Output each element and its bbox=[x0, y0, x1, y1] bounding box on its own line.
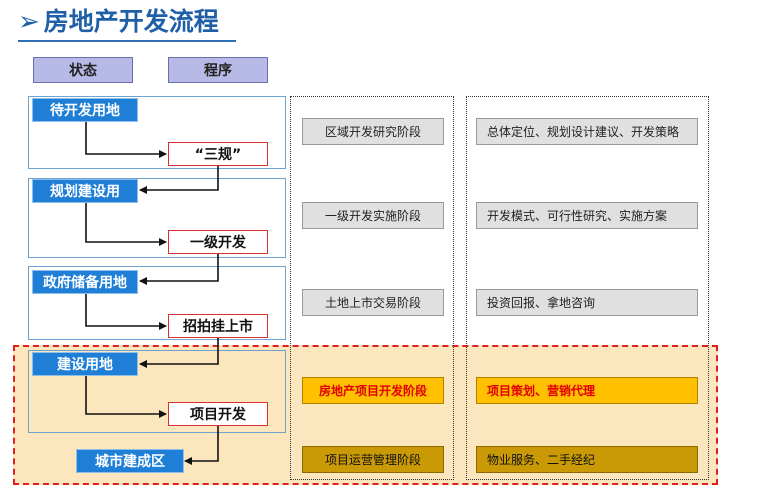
status-header: 状态 bbox=[33, 57, 133, 83]
phase-box-3: 土地上市交易阶段 bbox=[302, 289, 444, 316]
title-underline bbox=[18, 40, 236, 42]
arrow-procedure2-to-status3 bbox=[139, 254, 219, 285]
phase-column-frame bbox=[290, 96, 454, 480]
arrow-status4-to-procedure4 bbox=[85, 376, 167, 418]
procedure-box-3: 招拍挂上市 bbox=[168, 314, 268, 338]
page-title-text: 房地产开发流程 bbox=[43, 7, 219, 36]
services-box-2: 开发模式、可行性研究、实施方案 bbox=[476, 202, 698, 229]
page-title: ➢房地产开发流程 bbox=[18, 2, 219, 42]
phase-box-1: 区域开发研究阶段 bbox=[302, 118, 444, 145]
services-box-1: 总体定位、规划设计建议、开发策略 bbox=[476, 118, 698, 145]
final-services-box: 物业服务、二手经纪 bbox=[476, 446, 698, 473]
chevron-right-icon: ➢ bbox=[18, 7, 40, 37]
procedure-box-2: 一级开发 bbox=[168, 230, 268, 254]
status-box-3: 政府储备用地 bbox=[32, 270, 138, 294]
status-box-1: 待开发用地 bbox=[32, 98, 138, 122]
services-box-4: 项目策划、营销代理 bbox=[476, 377, 698, 404]
procedure-box-4: 项目开发 bbox=[168, 402, 268, 426]
arrow-procedure4-to-final bbox=[184, 426, 219, 465]
status-box-4: 建设用地 bbox=[32, 352, 138, 376]
final-phase-box: 项目运营管理阶段 bbox=[302, 446, 444, 473]
phase-box-4: 房地产项目开发阶段 bbox=[302, 377, 444, 404]
services-box-3: 投资回报、拿地咨询 bbox=[476, 289, 698, 316]
final-status-box: 城市建成区 bbox=[76, 449, 184, 473]
arrow-status1-to-procedure1 bbox=[85, 120, 167, 158]
procedure-box-1: “三规” bbox=[168, 142, 268, 166]
arrow-procedure3-to-status4 bbox=[139, 338, 219, 368]
services-column-frame bbox=[466, 96, 709, 480]
arrow-status3-to-procedure3 bbox=[85, 293, 167, 330]
phase-box-2: 一级开发实施阶段 bbox=[302, 202, 444, 229]
status-box-2: 规划建设用 bbox=[32, 179, 138, 203]
arrow-procedure1-to-status2 bbox=[139, 166, 219, 194]
arrow-status2-to-procedure2 bbox=[85, 202, 167, 246]
procedure-header: 程序 bbox=[168, 57, 268, 83]
